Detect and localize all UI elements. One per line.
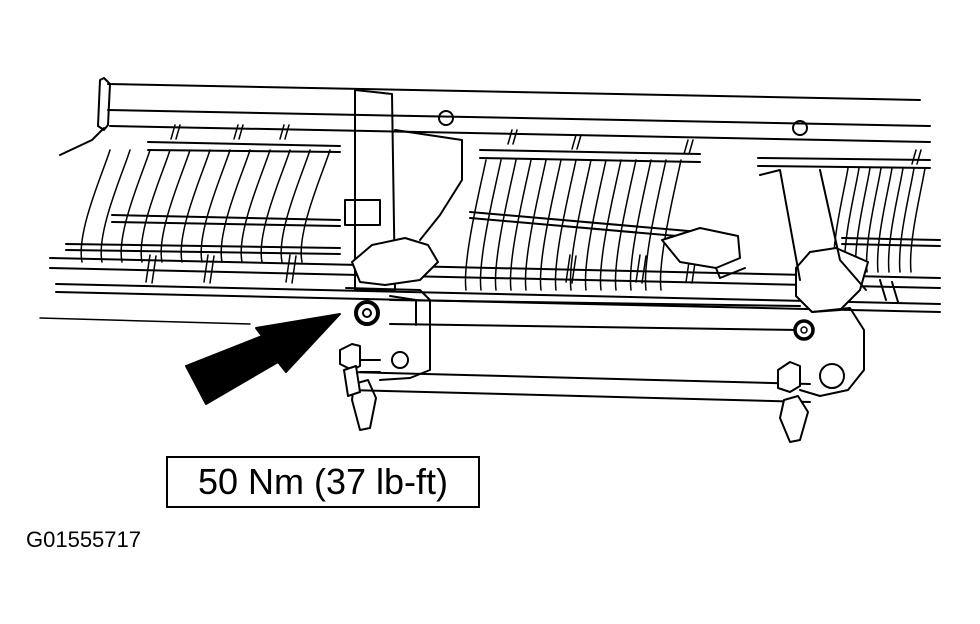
torsion-rod xyxy=(343,365,811,403)
spring-wire xyxy=(629,159,652,291)
spring-wire xyxy=(100,149,131,263)
spring-wire xyxy=(599,159,622,291)
spring-hook xyxy=(911,149,922,165)
spring-hook xyxy=(571,134,582,150)
spring-clip xyxy=(285,254,297,284)
bolt-icon xyxy=(354,300,380,326)
spring-hook xyxy=(170,124,181,140)
left-bracket xyxy=(339,89,463,431)
torque-spec-text: 50 Nm (37 lb-ft) xyxy=(197,461,449,502)
spring-wire xyxy=(180,149,211,263)
lower-rails xyxy=(39,257,941,331)
spring-wire xyxy=(887,167,904,273)
spring-wire xyxy=(160,149,191,263)
spring-hook xyxy=(683,139,694,155)
spring-wire xyxy=(865,167,882,273)
spring-wire xyxy=(280,149,311,263)
spring-hook xyxy=(279,124,290,140)
spring-wire xyxy=(494,159,517,291)
spring-clip xyxy=(635,254,647,284)
upper-frame-rail xyxy=(59,77,931,156)
spring-wire xyxy=(479,159,502,291)
spring-wire xyxy=(876,167,893,273)
spring-hook xyxy=(507,129,518,145)
spring-wire xyxy=(659,159,682,291)
spring-hook xyxy=(233,124,244,140)
spring-wire xyxy=(898,167,915,273)
spring-wire xyxy=(854,167,871,273)
spring-wire xyxy=(554,159,577,291)
spring-wire xyxy=(300,149,331,263)
spring-wire xyxy=(220,149,251,263)
spring-wire xyxy=(909,167,926,273)
spring-wire xyxy=(80,149,111,263)
spring-wire xyxy=(509,159,532,291)
arrow-icon xyxy=(185,313,341,405)
torque-spec-label: 50 Nm (37 lb-ft) xyxy=(166,456,480,508)
spring-wire xyxy=(569,159,592,291)
spring-wire xyxy=(140,149,171,263)
spring-wire xyxy=(644,159,667,291)
spring-clip xyxy=(203,254,215,284)
spring-wire xyxy=(464,159,487,291)
spring-wire xyxy=(240,149,271,263)
spring-wire xyxy=(614,159,637,291)
spring-wire xyxy=(120,149,151,263)
spring-wire xyxy=(584,159,607,291)
right-bracket xyxy=(661,169,899,443)
bolt-icon-right xyxy=(793,319,815,341)
spring-wire xyxy=(260,149,291,263)
spring-wire xyxy=(200,149,231,263)
figure-id: G01555717 xyxy=(26,527,141,552)
cross-bars xyxy=(65,141,941,255)
